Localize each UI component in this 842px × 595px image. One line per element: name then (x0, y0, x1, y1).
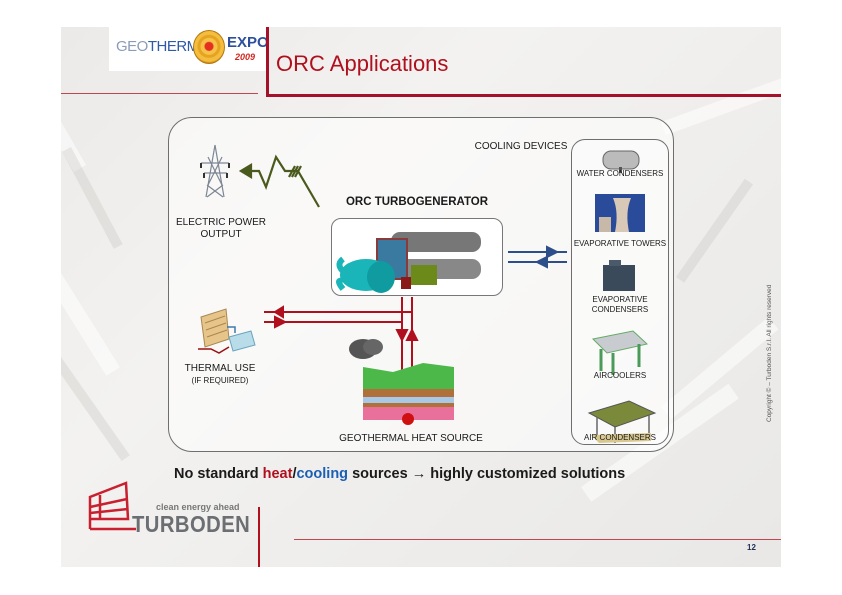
cooling-device-label: EVAPORATIVE TOWERS (573, 239, 667, 248)
thermal-use-label: THERMAL USE (184, 363, 256, 374)
divider (294, 539, 781, 540)
electric-flow-arrow (238, 154, 320, 208)
logo-text-geotherm: GEOTHERM (116, 38, 199, 55)
cooling-devices-panel (571, 139, 669, 445)
page-number: 12 (747, 543, 756, 552)
cooling-device-label: EVAPORATIVE CONDENSERS (591, 295, 649, 314)
air-condenser-icon (587, 400, 657, 443)
divider (61, 93, 258, 94)
divider (266, 27, 269, 97)
orc-turbogenerator-label: ORC TURBOGENERATOR (345, 196, 489, 208)
slide: GEOTHERM EXPO 2009 ORC Applications (61, 27, 781, 567)
logo-emblem-icon (193, 30, 225, 64)
thermal-use-sublabel: (IF REQUIRED) (191, 376, 249, 385)
water-condenser-icon (602, 150, 640, 173)
geothermexpo-logo: GEOTHERM EXPO 2009 (109, 27, 269, 71)
geothermal-icon (349, 339, 454, 425)
brand-tagline: clean energy ahead (156, 502, 240, 512)
cooling-device-label: AIRCOOLERS (593, 371, 647, 380)
copyright-notice: Copyright © – Turboden S.r.l. All rights… (766, 284, 773, 422)
turboden-logo-icon (88, 481, 136, 531)
power-tower-icon (200, 144, 230, 198)
cooling-devices-title: COOLING DEVICES (474, 141, 568, 152)
logo-text-expo: EXPO (227, 34, 269, 51)
cooling-flow-arrow (508, 245, 567, 269)
turbogenerator-icon (336, 232, 481, 293)
evaporative-tower-icon (595, 194, 645, 232)
geothermal-heat-source-label: GEOTHERMAL HEAT SOURCE (339, 433, 483, 444)
evaporative-condenser-icon (603, 260, 635, 291)
divider (266, 94, 781, 97)
divider (258, 507, 260, 567)
logo-year: 2009 (235, 52, 256, 62)
tagline: No standard heat/cooling sources → highl… (174, 466, 626, 482)
cooling-devices-icons (587, 150, 657, 443)
flow-diagram (198, 144, 567, 425)
brand-name: TURBODEN (132, 511, 251, 537)
cooling-device-label: WATER CONDENSERS (576, 169, 664, 178)
thermal-use-icon (198, 308, 256, 354)
cooling-device-label: AIR CONDENSERS (583, 433, 656, 442)
electric-power-output-label: ELECTRIC POWER OUTPUT (175, 217, 266, 240)
aircooler-icon (591, 330, 649, 375)
page-title: ORC Applications (276, 51, 449, 76)
